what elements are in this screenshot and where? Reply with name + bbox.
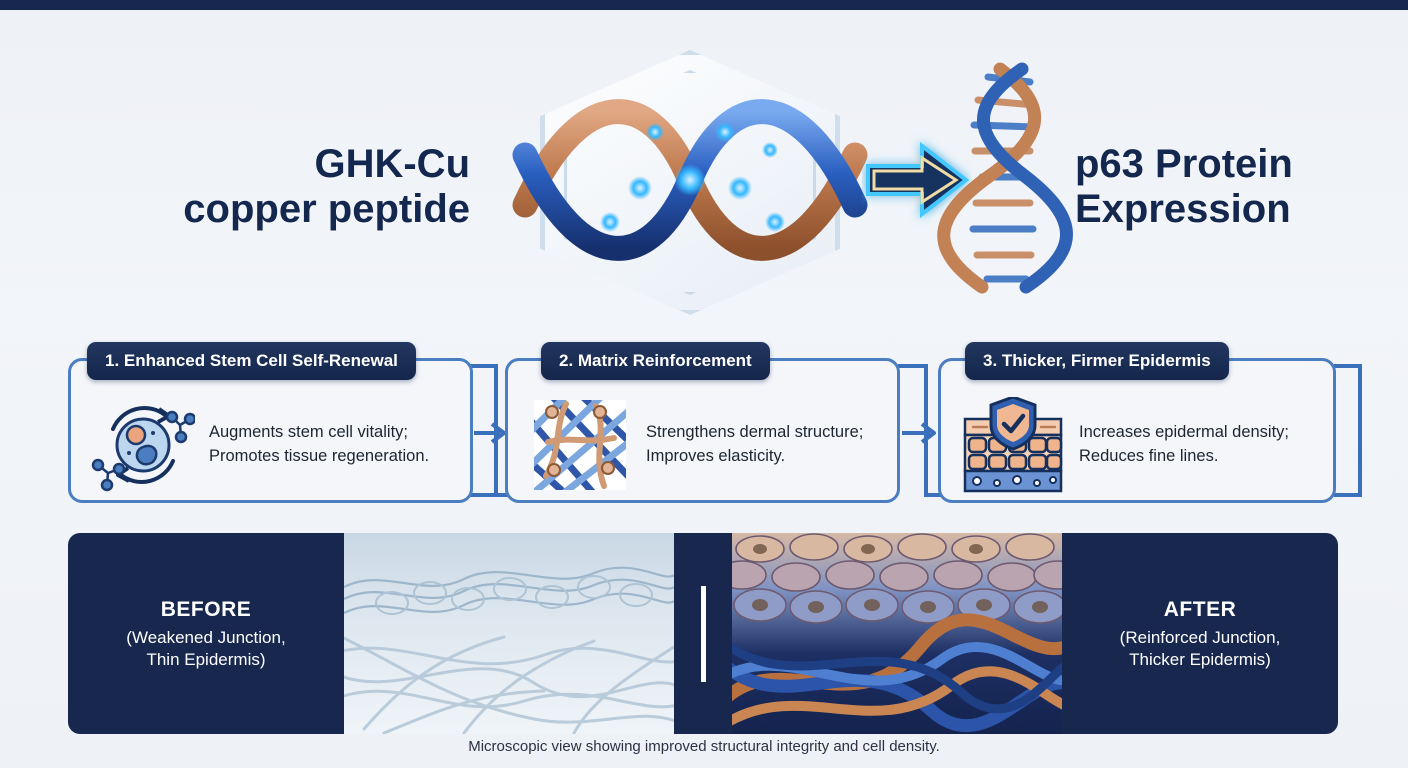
- page-title-right-line2: Expression: [1075, 186, 1291, 231]
- step-card-2-text-line1: Strengthens dermal structure;: [646, 422, 864, 441]
- step-card-1[interactable]: 1. Enhanced Stem Cell Self-Renewal: [68, 342, 473, 503]
- step-card-3-header: 3. Thicker, Firmer Epidermis: [965, 342, 1229, 380]
- glowing-right-arrow-icon: [866, 141, 970, 219]
- divider-bar: [700, 585, 706, 682]
- step-card-2-text: Strengthens dermal structure; Improves e…: [634, 421, 897, 469]
- connector-step1-step2: [470, 358, 510, 503]
- step-card-3[interactable]: 3. Thicker, Firmer Epidermis: [938, 342, 1336, 503]
- after-title: AFTER: [1163, 598, 1237, 622]
- page-title-right-line1: p63 Protein: [1075, 142, 1293, 186]
- before-sub-line2: Thin Epidermis): [146, 649, 266, 669]
- top-accent-bar: [0, 0, 1408, 10]
- after-micrograph: [732, 533, 1062, 734]
- before-micrograph: [344, 533, 674, 734]
- glass-hexagon-inner-edge: [564, 70, 816, 295]
- after-label: AFTER (Reinforced Junction, Thicker Epid…: [1062, 533, 1338, 734]
- step-card-1-header: 1. Enhanced Stem Cell Self-Renewal: [87, 342, 416, 380]
- panel-divider: [674, 533, 732, 734]
- hero-section: GHK-Cu copper peptide p63 Protein Expres…: [0, 10, 1408, 330]
- dna-vertical-helix-icon: [937, 62, 1073, 294]
- transformation-arrow: [862, 130, 972, 230]
- mechanism-steps: 1. Enhanced Stem Cell Self-Renewal: [0, 340, 1408, 520]
- panel-caption: Microscopic view showing improved struct…: [468, 738, 940, 755]
- after-sub-line2: Thicker Epidermis): [1129, 649, 1271, 669]
- helix-glow-nodes: [600, 122, 785, 232]
- step-card-2-header: 2. Matrix Reinforcement: [541, 342, 770, 380]
- dna-helix-graphic: [930, 55, 1080, 300]
- step-card-1-body: Augments stem cell vitality; Promotes ti…: [71, 387, 470, 502]
- step-card-1-text: Augments stem cell vitality; Promotes ti…: [197, 421, 470, 469]
- page-title-left: GHK-Cu copper peptide: [0, 142, 470, 232]
- before-sub-line1: (Weakened Junction,: [126, 627, 286, 647]
- step-card-3-text: Increases epidermal density; Reduces fin…: [1067, 421, 1333, 469]
- page-title-left-line2: copper peptide: [183, 186, 470, 231]
- step-card-3-body: Increases epidermal density; Reduces fin…: [941, 387, 1333, 502]
- step-card-2[interactable]: 2. Matrix Reinforcement: [505, 342, 900, 503]
- step-card-3-text-line1: Increases epidermal density;: [1079, 422, 1290, 441]
- step-card-1-text-line2: Promotes tissue regeneration.: [209, 446, 430, 465]
- before-label: BEFORE (Weakened Junction, Thin Epidermi…: [68, 533, 344, 734]
- collagen-matrix-icon: [526, 395, 634, 495]
- page-title-left-line1: GHK-Cu: [314, 142, 470, 186]
- connector-step2-step3: [898, 358, 942, 503]
- before-title: BEFORE: [160, 598, 252, 622]
- dna-double-helix-icon: [512, 99, 868, 261]
- connector-step3-end: [1334, 358, 1374, 503]
- step-card-2-text-line2: Improves elasticity.: [646, 446, 786, 465]
- stem-cell-renewal-icon: [89, 395, 197, 495]
- step-card-3-text-line2: Reduces fine lines.: [1079, 446, 1219, 465]
- skin-layers-shield-icon: [959, 395, 1067, 495]
- page-title-right: p63 Protein Expression: [1075, 142, 1395, 232]
- step-card-2-body: Strengthens dermal structure; Improves e…: [508, 387, 897, 502]
- after-sub-line1: (Reinforced Junction,: [1119, 627, 1281, 647]
- before-after-panel: BEFORE (Weakened Junction, Thin Epidermi…: [68, 533, 1338, 734]
- step-card-1-text-line1: Augments stem cell vitality;: [209, 422, 408, 441]
- dna-hexagon-graphic: [512, 40, 868, 320]
